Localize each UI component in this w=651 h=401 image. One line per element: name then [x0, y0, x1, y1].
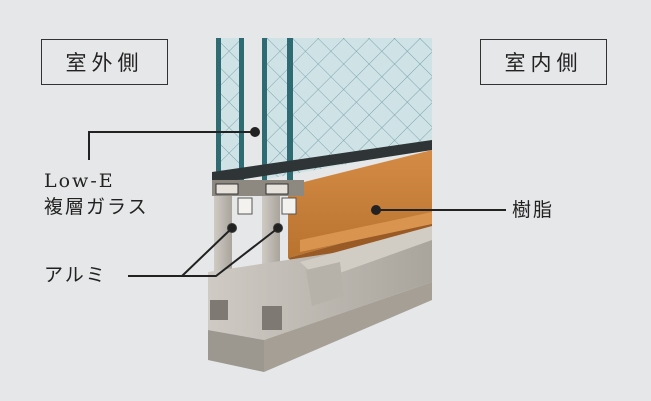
glass-callout-line2: 複層ガラス [44, 196, 149, 218]
aluminum-leader-line-2 [182, 227, 279, 277]
glazing-bead [212, 140, 432, 184]
indoor-side-label: 室内側 [480, 39, 607, 85]
glass-leader-line [88, 131, 255, 160]
glass-callout-line1: Low-E [44, 170, 115, 192]
glass-pane-outer [216, 38, 244, 180]
aluminum-frame [208, 180, 432, 372]
glass-pane-inner [262, 38, 432, 180]
outdoor-side-label: 室外側 [41, 39, 168, 85]
resin-callout-label: 樹脂 [512, 199, 555, 221]
glass-callout-label: Low-E 複層ガラス [44, 168, 149, 220]
leader-dots [228, 127, 381, 232]
aluminum-callout-label: アルミ [44, 264, 107, 286]
leader-lines [88, 131, 506, 277]
